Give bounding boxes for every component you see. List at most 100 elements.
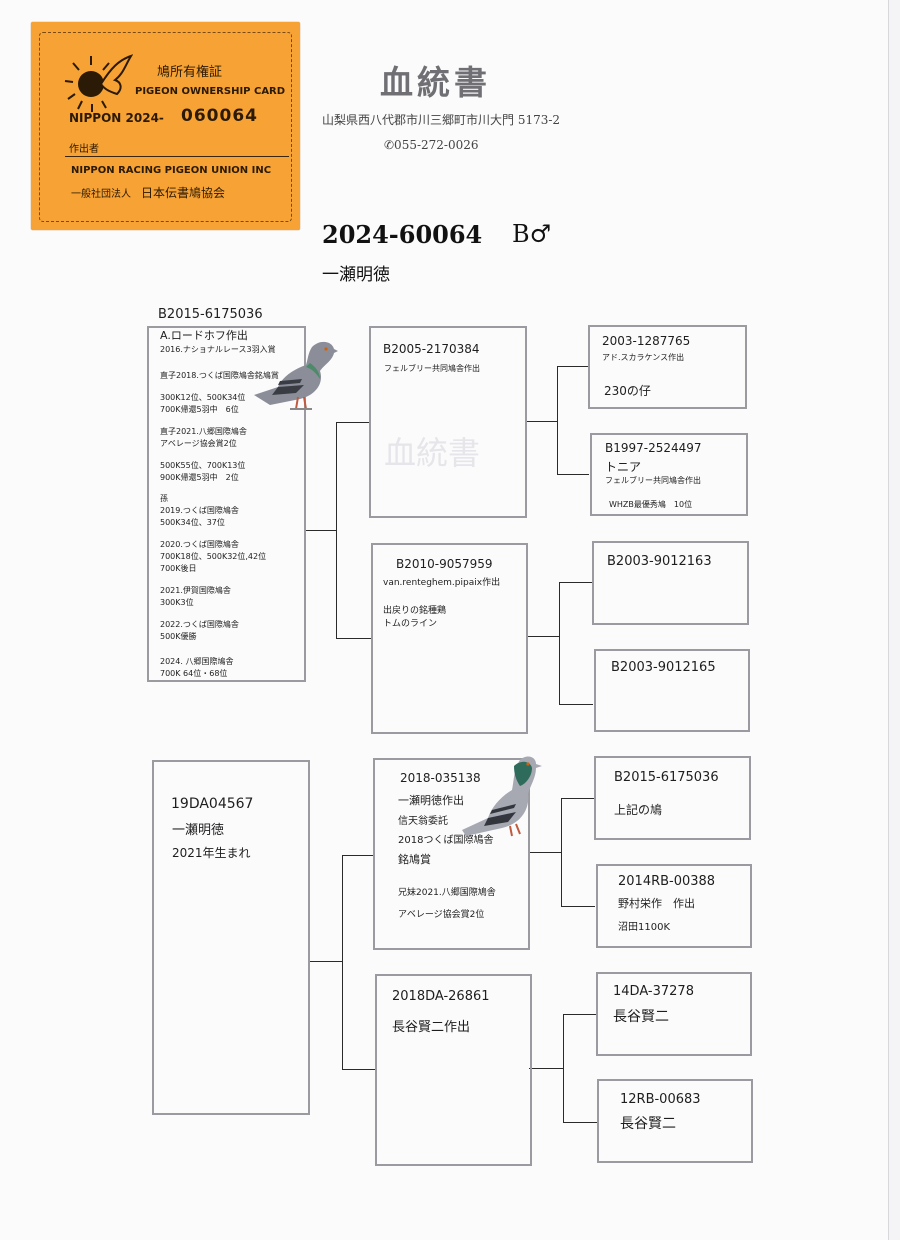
sire-note: 直子2021.八郷国際鳩舎 [160,427,247,436]
dam-sire-breeder: 一瀬明徳作出 [398,794,464,807]
connector-line [563,1122,597,1123]
connector-line [529,1068,564,1069]
sire-note: 300K12位、500K34位 [160,393,246,402]
sire-sire-ring: B2005-2170384 [383,342,480,356]
dam-dam-ring: 2018DA-26861 [392,989,490,1004]
sire-dam-dam-box [594,649,750,732]
address: 山梨県西八代郡市川三郷町市川大門 5173-2 [322,113,561,127]
sire-sire-dam-box [590,433,748,516]
connector-line [342,855,343,1069]
connector-line [561,798,595,799]
connector-line [305,530,337,531]
connector-line [561,798,562,906]
card-nippon-year: NIPPON 2024- [69,111,164,125]
connector-line [526,636,560,637]
connector-line [525,421,558,422]
bleed-through-mark: 血統書 [384,434,481,472]
pigeon-photo-icon [254,341,338,410]
dam-born: 2021年生まれ [172,846,251,860]
dsd-breeder: 野村栄作 作出 [618,897,695,910]
sire-dam-box [371,543,528,734]
connector-line [528,852,562,853]
sire-dam-ring: B2010-9057959 [396,557,493,571]
subject-ring-number: 2024-60064 [322,220,483,249]
dam-sire-note: 2018つくば国際鳩舎 [398,835,494,846]
connector-line [342,855,373,856]
sire-sire-breeder: フェルブリー共同鳩舎作出 [384,364,480,373]
telephone: ✆055-272-0026 [384,138,479,152]
connector-line [557,474,589,475]
card-title: 鳩所有権証 [157,65,223,80]
sds-ring: B2003-9012163 [607,554,712,569]
dam-name: 一瀬明徳 [172,823,225,838]
sire-ring-number: B2015-6175036 [158,307,263,322]
sire-note: 2016.ナショナルレース3羽入賞 [160,345,276,354]
sire-note: 700K18位、500K32位,42位 [160,552,267,561]
sire-note: 900K帰還5羽中 2位 [160,473,239,482]
connector-line [336,638,371,639]
sire-dam-breeder: van.renteghem.pipaix作出 [383,578,501,588]
sire-note: 直子2018.つくば国際鳩舎銘鳩賞 [160,371,279,380]
ssd-ring: B1997-2524497 [605,441,702,455]
connector-line [561,906,595,907]
sire-dam-note: 出戻りの銘種鶏 [383,606,447,616]
dam-sire-note: 銘鳩賞 [398,853,431,866]
ssd-name: トニア [605,460,642,474]
sire-note: 500K34位、37位 [160,518,225,527]
pigeon-photo-icon [462,756,542,837]
sss-note: 230の仔 [604,384,651,398]
sire-note: 700K 64位・68位 [160,669,228,678]
dam-sire-sire-box [594,756,751,840]
connector-line [336,422,337,638]
card-divider [65,156,289,157]
card-union-en: NIPPON RACING PIGEON UNION INC [71,165,272,176]
sire-note: 2022.つくば国際鳩舎 [160,620,239,629]
connector-line [557,366,589,367]
connector-line [563,1014,597,1015]
card-union-prefix: 一般社団法人 [71,189,131,200]
sss-breeder: アド.スカラケンス作出 [602,353,685,362]
sire-note: 500K優勝 [160,632,197,641]
subject-owner: 一瀬明徳 [322,265,390,285]
connector-line [559,704,593,705]
card-border [39,32,292,222]
ssd-breeder: フェルブリー共同鳩舎作出 [605,476,701,485]
sire-dam-sire-box [592,541,749,625]
sss-ring: 2003-1287765 [602,334,691,348]
ddd-ring: 12RB-00683 [620,1092,701,1107]
dam-sire-note: 信天翁委託 [398,816,448,827]
card-subtitle: PIGEON OWNERSHIP CARD [135,86,286,97]
dsd-note: 沼田1100K [618,922,671,933]
ddd-name: 長谷賢二 [620,1116,676,1132]
sire-breeder: A.ロードホフ作出 [160,329,248,342]
dam-dam-dam-box [597,1079,753,1163]
sire-note: 2019.つくば国際鳩舎 [160,506,239,515]
dam-sire-ring: 2018-035138 [400,771,481,785]
sire-note: 500K55位、700K13位 [160,461,246,470]
dam-dam-breeder: 長谷賢二作出 [392,1020,471,1035]
dam-dam-box [375,974,532,1166]
subject-sex: B♂ [512,220,552,248]
sire-box [147,326,306,682]
dds-name: 長谷賢二 [613,1009,669,1025]
ownership-card: 鳩所有権証 PIGEON OWNERSHIP CARD NIPPON 2024-… [31,22,300,230]
connector-line [342,1069,375,1070]
connector-line [336,422,371,423]
sun-dove-logo-icon [64,54,133,112]
dam-box [152,760,310,1115]
sire-note: 2024. 八郷国際鳩舎 [160,657,234,666]
ssd-note: WHZB最優秀鳩 10位 [609,500,693,509]
card-number: 060064 [181,106,258,126]
dam-sire-note: アベレージ協会賞2位 [398,910,485,920]
connector-line [559,582,560,704]
dam-sire-note: 兄妹2021.八郷国際鳩舎 [398,888,496,898]
sire-note: 孫 [160,494,168,503]
sire-note: 2020.つくば国際鳩舎 [160,540,239,549]
sire-sire-box [369,326,527,518]
dss-ring: B2015-6175036 [614,770,719,785]
sire-sire-sire-box [588,325,747,409]
dds-ring: 14DA-37278 [613,984,694,999]
dam-dam-sire-box [596,972,752,1056]
dsd-ring: 2014RB-00388 [618,874,716,889]
